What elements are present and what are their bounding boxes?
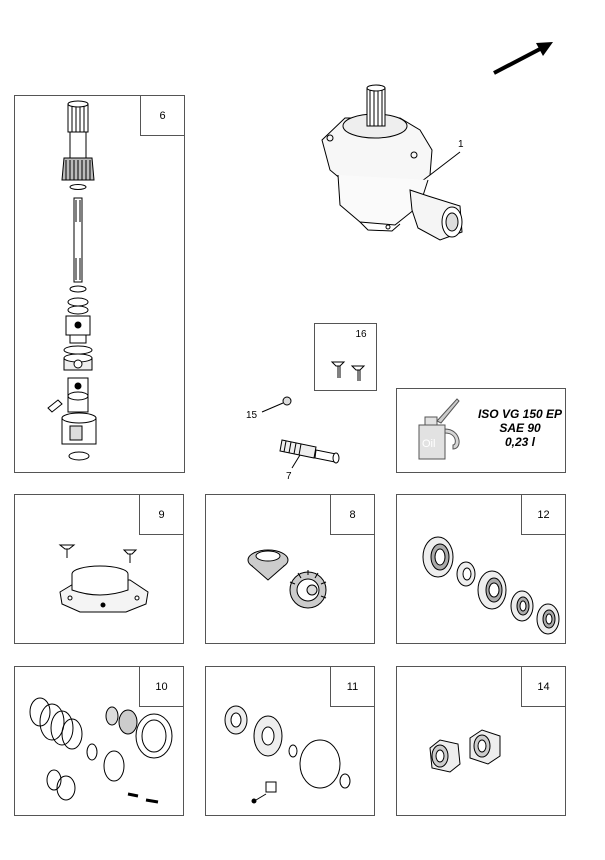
oil-volume-line: 0,23 l [504, 435, 536, 449]
kit-14-number: 14 [521, 667, 565, 707]
kit-8-panel: 8 [205, 494, 375, 644]
oil-spec-line: ISO VG 150 EP [477, 407, 563, 421]
kit-9-panel: 9 [14, 494, 184, 644]
callout-7: 7 [286, 471, 292, 482]
callout-15: 15 [246, 410, 258, 421]
kit-10-number: 10 [139, 667, 183, 707]
kit-11-number: 11 [330, 667, 374, 707]
kit-11-panel: 11 [205, 666, 375, 816]
kit-12-number: 12 [521, 495, 565, 535]
oil-can-icon: Oil [418, 398, 460, 460]
kit-6-panel: 6 [14, 95, 185, 473]
oil-sae-line: SAE 90 [499, 421, 541, 435]
kit-6-number: 6 [140, 96, 184, 136]
callout-1: 1 [458, 139, 464, 150]
kit-9-number: 9 [139, 495, 183, 535]
oil-spec-panel: Oil ISO VG 150 EP SAE 90 0,23 l [396, 388, 566, 473]
kit-16-number: 16 [355, 328, 367, 340]
oil-spec-text: ISO VG 150 EP SAE 90 0,23 l [475, 407, 565, 449]
kit-14-panel: 14 [396, 666, 566, 816]
kit-8-number: 8 [330, 495, 374, 535]
oil-can-label: Oil [422, 438, 435, 450]
kit-16-panel: 16 [314, 323, 377, 391]
kit-10-panel: 10 [14, 666, 184, 816]
